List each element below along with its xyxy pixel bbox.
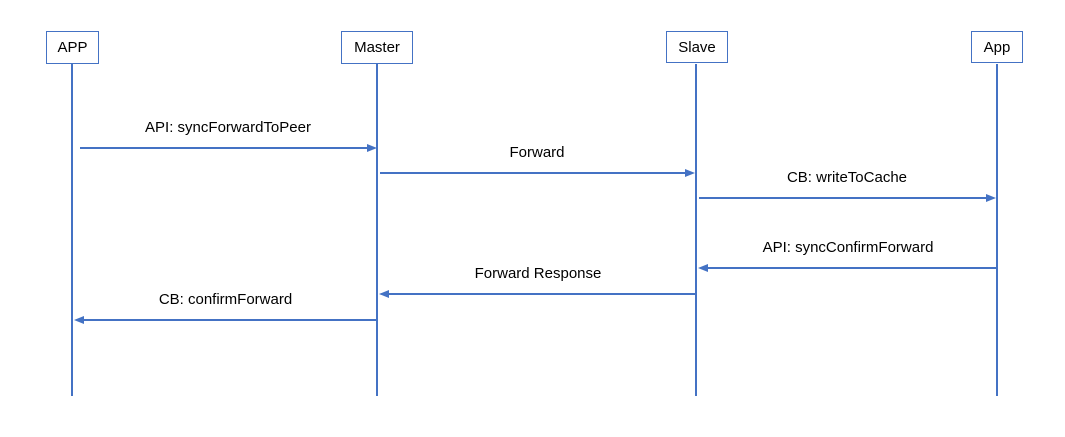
lifeline-master	[376, 64, 378, 396]
message-label-forward: Forward	[509, 144, 565, 161]
lifeline-app-peer	[996, 64, 998, 396]
arrow-line	[380, 172, 685, 174]
actor-box-app-caller: APP	[46, 31, 99, 64]
message-label-sync-confirm-forward: API: syncConfirmForward	[762, 239, 934, 256]
actor-label: Slave	[678, 38, 716, 56]
actor-label: APP	[57, 39, 88, 56]
arrow-line	[389, 293, 696, 295]
arrowhead-right-icon	[367, 143, 377, 152]
arrow-line	[84, 319, 376, 321]
lifeline-app-caller	[71, 64, 73, 396]
arrowhead-right-icon	[685, 168, 695, 177]
actor-box-slave: Slave	[666, 31, 728, 63]
actor-label: Master	[354, 39, 400, 56]
lifeline-slave	[695, 64, 697, 396]
message-label-forward-response: Forward Response	[474, 265, 602, 282]
actor-label: App	[983, 38, 1011, 56]
message-label-confirm-forward: CB: confirmForward	[158, 291, 293, 308]
arrowhead-right-icon	[986, 193, 996, 202]
arrowhead-left-icon	[698, 263, 708, 272]
arrowhead-left-icon	[74, 315, 84, 324]
message-label-write-to-cache: CB: writeToCache	[786, 169, 908, 186]
actor-box-app-peer: App	[971, 31, 1023, 63]
arrowhead-left-icon	[379, 289, 389, 298]
message-label-sync-forward-to-peer: API: syncForwardToPeer	[145, 119, 311, 136]
arrow-line	[80, 147, 367, 149]
arrow-line	[708, 267, 997, 269]
actor-box-master: Master	[341, 31, 413, 64]
arrow-line	[699, 197, 986, 199]
